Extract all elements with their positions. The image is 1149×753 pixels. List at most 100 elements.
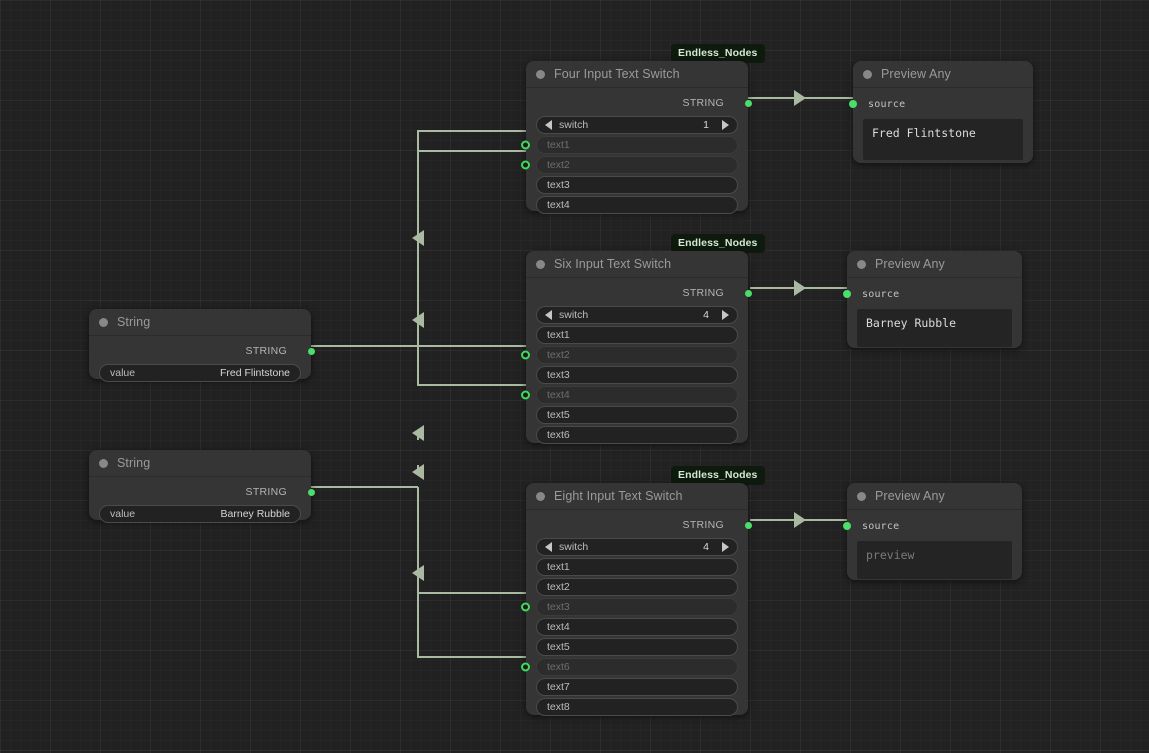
input-port-ring-text2[interactable]	[521, 160, 530, 170]
widget-input-text4[interactable]: text4	[536, 196, 738, 214]
node-title-label: String	[117, 456, 151, 470]
output-slot-label: STRING	[245, 345, 287, 357]
output-slot-string[interactable]: STRING	[99, 483, 315, 501]
widget-name-label: text1	[547, 329, 570, 341]
input-port-ring-text4[interactable]	[521, 390, 530, 400]
output-port-dot[interactable]	[745, 289, 752, 297]
widget-input-text3[interactable]: text3	[536, 176, 738, 194]
widget-input-text8[interactable]: text8	[536, 698, 738, 716]
node-four-input-text-switch[interactable]: Four Input Text Switch STRING switch 1 t…	[521, 61, 752, 214]
widget-input-text4[interactable]: text4	[536, 618, 738, 636]
widget-input-text2[interactable]: text2	[521, 346, 738, 364]
node-string-barney[interactable]: String STRING value Barney Rubble	[89, 450, 315, 523]
increment-arrow-icon[interactable]	[722, 120, 729, 130]
widget-value-text: 4	[703, 309, 709, 321]
collapse-dot-icon[interactable]	[99, 317, 108, 327]
collapse-dot-icon[interactable]	[863, 69, 872, 79]
node-title-bar[interactable]: Four Input Text Switch	[526, 61, 748, 88]
output-port-dot[interactable]	[308, 488, 315, 496]
node-title-bar[interactable]: Six Input Text Switch	[526, 251, 748, 278]
input-slot-label: source	[862, 520, 900, 532]
input-port-dot-source[interactable]	[843, 290, 851, 298]
widget-input-text1[interactable]: text1	[536, 326, 738, 344]
widget-name-label: text1	[547, 561, 570, 573]
input-port-dot-source[interactable]	[843, 522, 851, 530]
decrement-arrow-icon[interactable]	[545, 120, 552, 130]
widget-value-text: Fred Flintstone	[219, 367, 290, 379]
decrement-arrow-icon[interactable]	[545, 310, 552, 320]
input-slot-source[interactable]: source	[843, 518, 1012, 534]
input-port-ring-text1[interactable]	[521, 140, 530, 150]
widget-name-label: text1	[547, 139, 570, 151]
node-preview-any-1[interactable]: Preview Any source Fred Flintstone	[849, 61, 1033, 163]
increment-arrow-icon[interactable]	[722, 542, 729, 552]
node-title-bar[interactable]: Preview Any	[847, 251, 1022, 278]
output-slot-label: STRING	[682, 287, 724, 299]
node-preview-any-2[interactable]: Preview Any source Barney Rubble	[843, 251, 1022, 348]
node-title-label: Preview Any	[875, 257, 945, 271]
widget-input-text2[interactable]: text2	[521, 156, 738, 174]
increment-arrow-icon[interactable]	[722, 310, 729, 320]
widget-switch[interactable]: switch 1	[536, 116, 738, 134]
node-title-label: Preview Any	[881, 67, 951, 81]
collapse-dot-icon[interactable]	[536, 69, 545, 79]
preview-text-output: preview	[857, 541, 1012, 579]
node-title-bar[interactable]: Preview Any	[847, 483, 1022, 510]
node-body: STRING switch 1 text1 text2 text3 tex	[521, 88, 752, 226]
node-body: STRING value Fred Flintstone	[89, 336, 315, 394]
decrement-arrow-icon[interactable]	[545, 542, 552, 552]
widget-switch[interactable]: switch 4	[536, 306, 738, 324]
widget-name-label: text2	[547, 349, 570, 361]
input-port-ring-text2[interactable]	[521, 350, 530, 360]
input-port-ring-text6[interactable]	[521, 662, 530, 672]
collapse-dot-icon[interactable]	[536, 491, 545, 501]
output-slot-string[interactable]: STRING	[536, 94, 752, 112]
wire-fred-to-four-text2	[417, 150, 533, 346]
node-title-bar[interactable]: Eight Input Text Switch	[526, 483, 748, 510]
widget-input-text3[interactable]: text3	[521, 598, 738, 616]
output-slot-string[interactable]: STRING	[536, 284, 752, 302]
node-title-bar[interactable]: Preview Any	[853, 61, 1033, 88]
collapse-dot-icon[interactable]	[536, 259, 545, 269]
node-title-bar[interactable]: String	[89, 450, 311, 477]
node-title-bar[interactable]: String	[89, 309, 311, 336]
widget-input-text1[interactable]: text1	[521, 136, 738, 154]
widget-input-text4[interactable]: text4	[521, 386, 738, 404]
widget-name-label: text8	[547, 701, 570, 713]
widget-value-text: 1	[703, 119, 709, 131]
widget-switch[interactable]: switch 4	[536, 538, 738, 556]
output-port-dot[interactable]	[745, 521, 752, 529]
output-slot-string[interactable]: STRING	[99, 342, 315, 360]
input-slot-source[interactable]: source	[843, 286, 1012, 302]
widget-name-label: text3	[547, 179, 570, 191]
input-port-dot-source[interactable]	[849, 100, 857, 108]
output-port-dot[interactable]	[745, 99, 752, 107]
collapse-dot-icon[interactable]	[99, 458, 108, 468]
collapse-dot-icon[interactable]	[857, 259, 866, 269]
widget-value[interactable]: value Fred Flintstone	[99, 364, 301, 382]
output-slot-string[interactable]: STRING	[536, 516, 752, 534]
output-port-dot[interactable]	[308, 347, 315, 355]
widget-input-text5[interactable]: text5	[536, 638, 738, 656]
widget-input-text7[interactable]: text7	[536, 678, 738, 696]
input-port-ring-text3[interactable]	[521, 602, 530, 612]
widget-name-label: text6	[547, 661, 570, 673]
widget-input-text1[interactable]: text1	[536, 558, 738, 576]
collapse-dot-icon[interactable]	[857, 491, 866, 501]
widget-value[interactable]: value Barney Rubble	[99, 505, 301, 523]
node-string-fred[interactable]: String STRING value Fred Flintstone	[89, 309, 315, 382]
widget-name-label: switch	[559, 309, 589, 321]
node-eight-input-text-switch[interactable]: Eight Input Text Switch STRING switch 4 …	[521, 483, 752, 716]
widget-input-text2[interactable]: text2	[536, 578, 738, 596]
node-preview-any-3[interactable]: Preview Any source preview	[843, 483, 1022, 580]
widget-name-label: text2	[547, 159, 570, 171]
widget-input-text6[interactable]: text6	[536, 426, 738, 444]
widget-name-label: text2	[547, 581, 570, 593]
node-body: source Barney Rubble	[843, 278, 1022, 357]
node-six-input-text-switch[interactable]: Six Input Text Switch STRING switch 4 te…	[521, 251, 752, 444]
widget-input-text3[interactable]: text3	[536, 366, 738, 384]
input-slot-source[interactable]: source	[849, 96, 1023, 112]
widget-input-text6[interactable]: text6	[521, 658, 738, 676]
widget-input-text5[interactable]: text5	[536, 406, 738, 424]
